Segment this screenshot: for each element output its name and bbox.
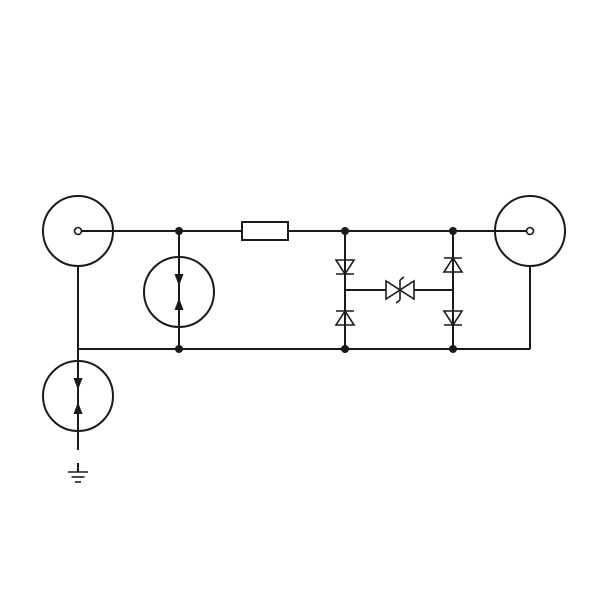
coax-center-pin-left bbox=[73, 226, 83, 236]
ground-icon bbox=[68, 463, 88, 483]
suppressor-diode bbox=[345, 276, 453, 304]
coax-center-pin-right bbox=[525, 226, 535, 236]
gas-discharge-tube-ground bbox=[42, 349, 114, 450]
gas-discharge-tube-shunt bbox=[143, 231, 215, 349]
series-resistor bbox=[241, 221, 289, 241]
junction-dots bbox=[175, 227, 457, 353]
